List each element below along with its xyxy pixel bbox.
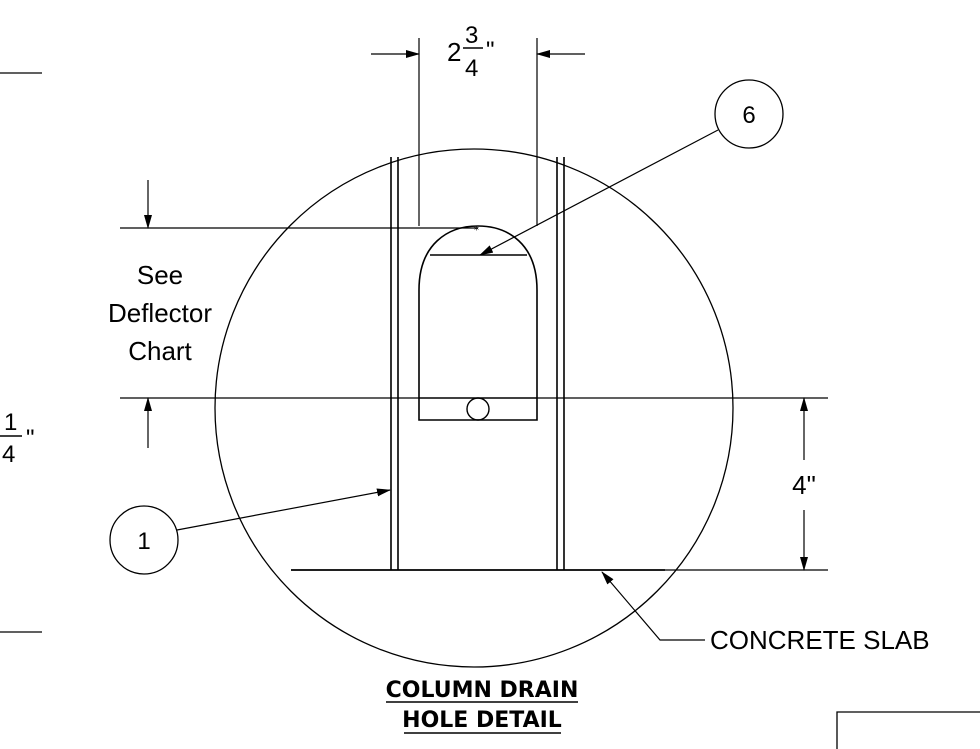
concrete-slab-leader xyxy=(601,571,705,641)
see-deflector-note-line3: Chart xyxy=(128,336,192,366)
left-partial-denominator: 4 xyxy=(2,441,15,468)
width-dim-unit: " xyxy=(486,37,495,64)
detail-circle xyxy=(214,148,734,668)
detail-title-line1: COLUMN DRAIN xyxy=(386,678,579,703)
balloon-1-leader xyxy=(176,488,391,531)
drain-hole-center-circle xyxy=(466,397,490,421)
width-dim-whole: 2 xyxy=(447,37,461,67)
detail-title-line2: HOLE DETAIL xyxy=(402,708,562,733)
left-partial-numerator: 1 xyxy=(4,409,17,436)
see-deflector-note-line2: Deflector xyxy=(108,298,212,328)
balloon-6-label: 6 xyxy=(742,102,755,129)
balloon-1-circle xyxy=(109,505,179,575)
title-block-corner xyxy=(836,711,980,749)
see-deflector-note-line1: See xyxy=(137,260,183,290)
deflector-dimension xyxy=(120,180,478,448)
concrete-slab-label: CONCRETE SLAB xyxy=(710,625,930,655)
width-dim-numerator: 3 xyxy=(465,22,478,49)
apex-mark-icon: * xyxy=(474,225,479,236)
balloon-6-leader xyxy=(479,129,719,256)
balloon-1-label: 1 xyxy=(137,528,150,555)
width-dimension xyxy=(371,38,585,226)
height-dim-label: 4" xyxy=(792,470,816,500)
drain-hole-outline xyxy=(418,225,538,421)
balloon-6-circle xyxy=(714,79,784,149)
column-right-wall xyxy=(556,157,565,570)
left-partial-unit: " xyxy=(26,425,35,452)
width-dim-denominator: 4 xyxy=(465,55,478,82)
column-left-wall xyxy=(390,157,399,570)
